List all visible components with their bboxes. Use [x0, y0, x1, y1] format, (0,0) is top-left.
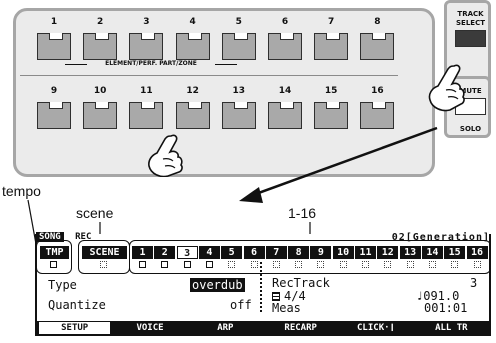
rectrack-label: RecTrack	[272, 276, 330, 290]
quantize-label: Quantize	[48, 298, 106, 312]
track-indicator-8	[295, 261, 302, 268]
tmp-indicator	[50, 261, 57, 268]
rectrack-value[interactable]: 3	[470, 276, 477, 290]
track-indicator-7	[273, 261, 280, 268]
track-cell-8[interactable]: 8	[288, 246, 309, 259]
track-indicator-5	[228, 261, 235, 268]
track-indicator-13	[407, 261, 414, 268]
type-label: Type	[48, 278, 77, 292]
track-cell-7[interactable]: 7	[266, 246, 287, 259]
tab-click[interactable]: CLICK·❙	[340, 322, 411, 334]
track-cell-14[interactable]: 14	[422, 246, 443, 259]
track-indicator-4	[206, 261, 213, 268]
track-indicator-12	[384, 261, 391, 268]
grid-icon	[272, 292, 280, 301]
track-indicator-16	[474, 261, 481, 268]
track-indicator-11	[362, 261, 369, 268]
track-indicator-3	[184, 261, 191, 268]
track-cell-16[interactable]: 16	[467, 246, 488, 259]
lcd-divider	[260, 262, 262, 312]
track-indicator-9	[317, 261, 324, 268]
tab-alltr[interactable]: ALL TR	[416, 322, 487, 334]
track-cell-12[interactable]: 12	[377, 246, 398, 259]
scene-cell[interactable]: SCENE	[82, 246, 127, 259]
quantize-value[interactable]: off	[230, 298, 252, 312]
track-cell-6[interactable]: 6	[244, 246, 265, 259]
track-cell-4[interactable]: 4	[199, 246, 220, 259]
track-cell-11[interactable]: 11	[355, 246, 376, 259]
tab-setup[interactable]: SETUP	[39, 322, 110, 334]
tab-arp[interactable]: ARP	[190, 322, 261, 334]
track-cell-15[interactable]: 15	[444, 246, 465, 259]
track-indicator-2	[161, 261, 168, 268]
track-cell-1[interactable]: 1	[132, 246, 153, 259]
tab-voice[interactable]: VOICE	[114, 322, 185, 334]
track-cell-2[interactable]: 2	[154, 246, 175, 259]
meas-label: Meas	[272, 301, 301, 315]
track-cell-9[interactable]: 9	[310, 246, 331, 259]
track-indicator-6	[251, 261, 258, 268]
track-indicator-15	[451, 261, 458, 268]
track-cell-10[interactable]: 10	[333, 246, 354, 259]
tmp-cell[interactable]: TMP	[40, 246, 69, 259]
tab-recarp[interactable]: RECARP	[265, 322, 336, 334]
track-indicator-14	[429, 261, 436, 268]
track-cell-3[interactable]: 3	[177, 246, 198, 259]
track-indicator-10	[340, 261, 347, 268]
scene-indicator	[100, 261, 107, 268]
track-cell-5[interactable]: 5	[221, 246, 242, 259]
type-value[interactable]: overdub	[190, 278, 245, 292]
track-cell-13[interactable]: 13	[400, 246, 421, 259]
track-indicator-1	[139, 261, 146, 268]
meas-value[interactable]: 001:01	[424, 301, 467, 315]
